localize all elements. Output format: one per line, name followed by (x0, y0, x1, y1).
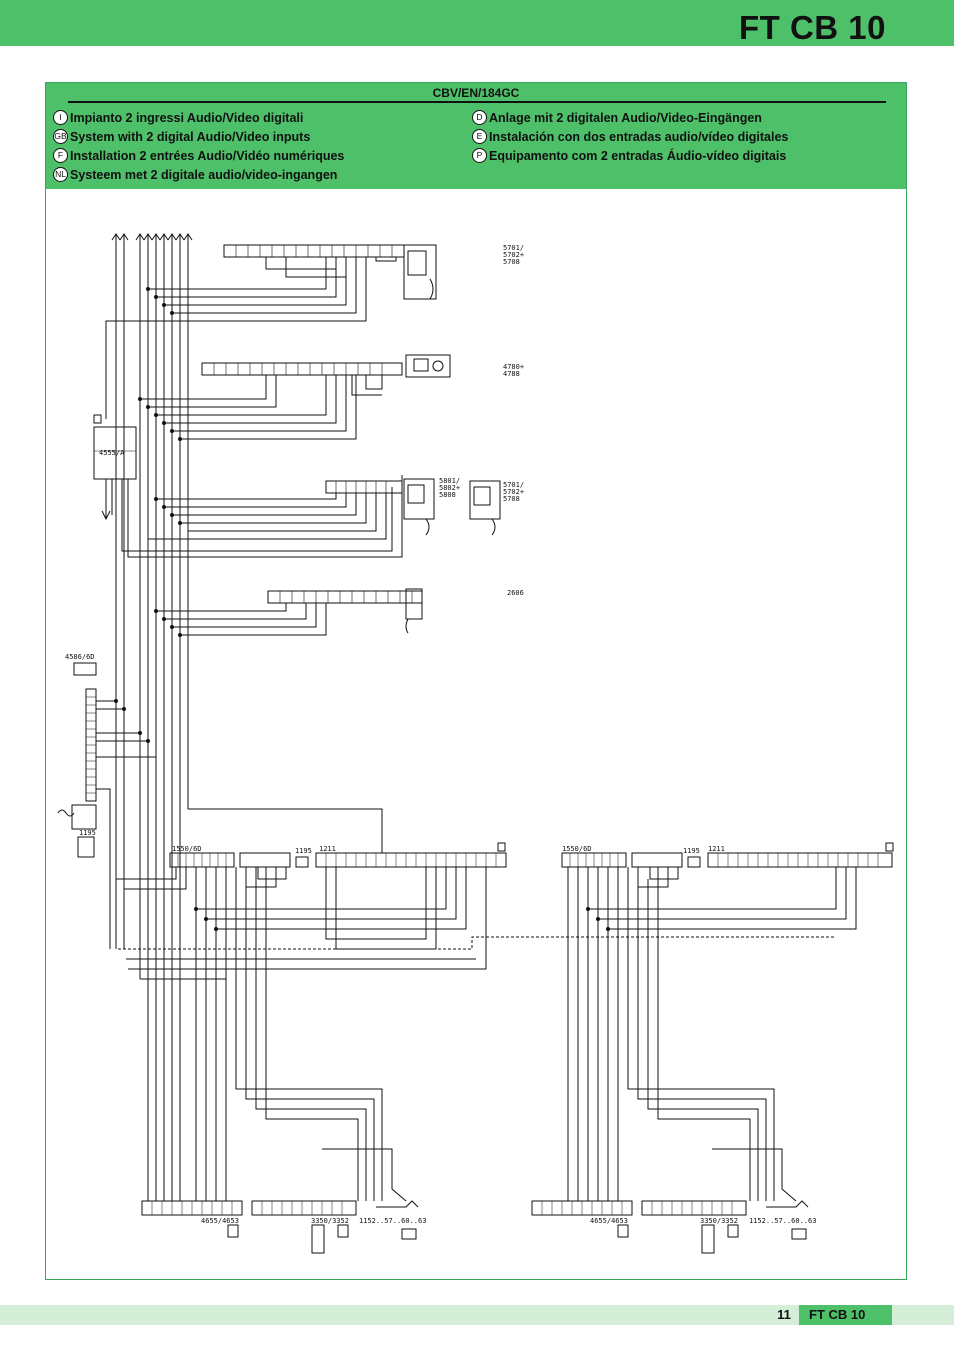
label-right-panel: 1550/6D (562, 845, 592, 853)
lang-text: System with 2 digital Audio/Video inputs (70, 130, 311, 144)
label-monitor-a: 5701/ (503, 244, 524, 252)
label-monitor-b3: 5808 (439, 491, 456, 499)
diagram-code: CBV/EN/184GC (432, 86, 520, 100)
content-frame (45, 82, 907, 1280)
label-distributor: 4555/A (99, 449, 125, 457)
code-rule (68, 101, 886, 103)
lang-badge-icon: NL (53, 167, 68, 183)
lang-badge-icon: E (472, 129, 487, 145)
lang-badge-icon: P (472, 148, 487, 164)
label-monitor-b: 5801/ (439, 477, 460, 485)
lang-text: Anlage mit 2 digitalen Audio/Video-Eingä… (489, 111, 762, 125)
footer-band (0, 1305, 954, 1325)
label-left-module-a: 4655/4653 (201, 1217, 239, 1225)
label-transformer: 1195 (79, 829, 96, 837)
lang-badge-icon: GB (53, 129, 68, 145)
label-right-module-c: 1152..57..60..63 (749, 1217, 816, 1225)
label-right-module-b: 3350/3352 (700, 1217, 738, 1225)
label-handset: 2606 (507, 589, 524, 597)
label-right-relay: 1211 (708, 845, 725, 853)
label-left-module-c: 1152..57..60..63 (359, 1217, 426, 1225)
label-left-tr: 1195 (295, 847, 312, 855)
lang-text: Impianto 2 ingressi Audio/Video digitali (70, 111, 304, 125)
lang-text: Instalación con dos entradas audio/vídeo… (489, 130, 789, 144)
label-left-panel: 1550/6D (172, 845, 202, 853)
label-monitor-c3: 5708 (503, 495, 520, 503)
label-monitor-a2: 5702+ (503, 251, 524, 259)
label-monitor-c: 5701/ (503, 481, 524, 489)
page-number: 11 (777, 1307, 791, 1322)
top-band (0, 0, 954, 46)
lang-badge-icon: I (53, 110, 68, 126)
lang-text: Installation 2 entrées Audio/Vidéo numér… (70, 149, 345, 163)
label-handsfree: 4780+ (503, 363, 524, 371)
lang-text: Systeem met 2 digitale audio/video-ingan… (70, 168, 338, 182)
label-left-module-b: 3350/3352 (311, 1217, 349, 1225)
lang-badge-icon: D (472, 110, 487, 126)
lang-text: Equipamento com 2 entradas Áudio-vídeo d… (489, 149, 787, 163)
label-monitor-c2: 5702+ (503, 488, 524, 496)
page-title: FT CB 10 (738, 9, 886, 46)
label-handsfree2: 4788 (503, 370, 520, 378)
label-left-relay: 1211 (319, 845, 336, 853)
label-right-tr: 1195 (683, 847, 700, 855)
label-supply: 4586/6D (65, 653, 95, 661)
label-monitor-b2: 5802+ (439, 484, 460, 492)
footer-title: FT CB 10 (799, 1305, 892, 1325)
wiring-diagram: 5701/ 5702+ 5708 4780+ 4788 5801/ 5802+ … (57, 233, 894, 1254)
label-monitor-a3: 5708 (503, 258, 520, 266)
lang-badge-icon: F (53, 148, 68, 164)
label-right-module-a: 4655/4653 (590, 1217, 628, 1225)
